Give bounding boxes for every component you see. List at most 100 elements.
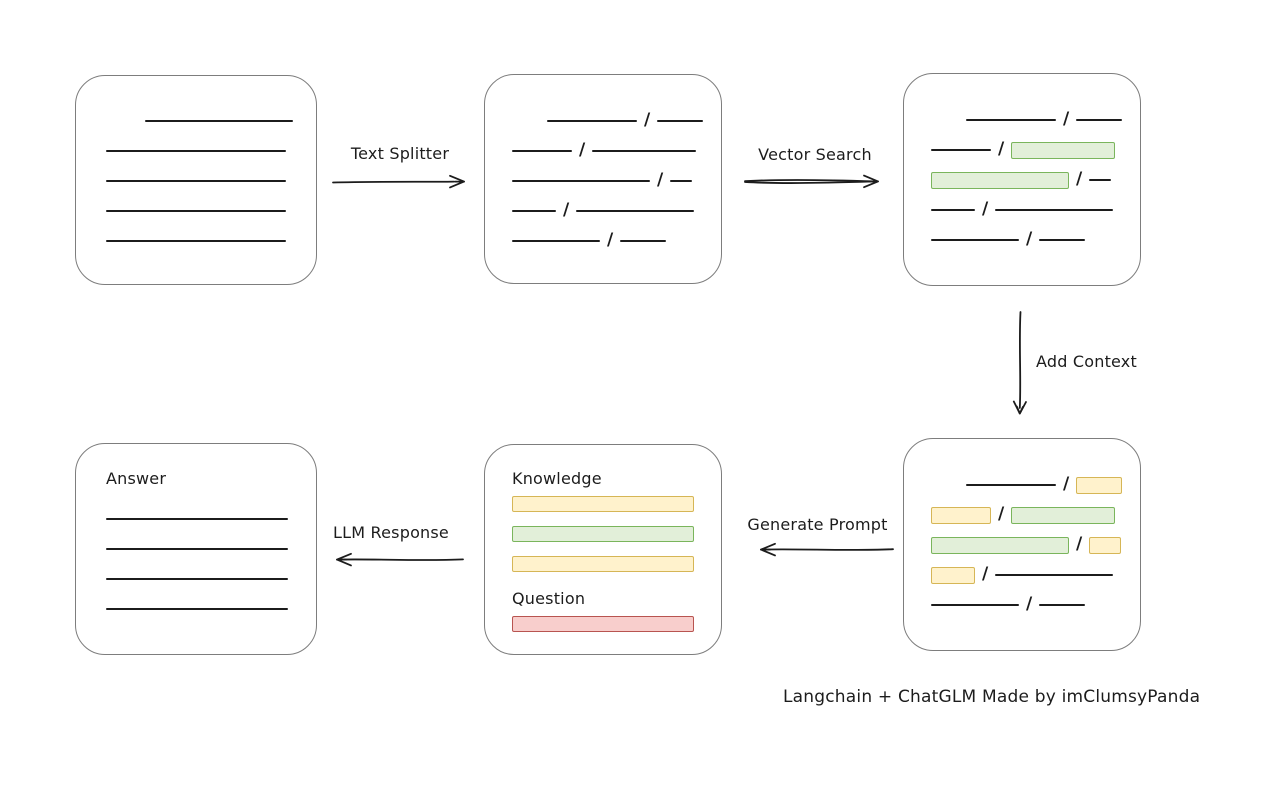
chunk-row: /	[931, 225, 1122, 255]
text-line	[145, 120, 293, 122]
question-label: Question	[512, 589, 586, 608]
slash-separator: /	[982, 198, 989, 219]
slash-separator: /	[1063, 108, 1070, 129]
text-line	[995, 574, 1114, 576]
document-node	[75, 75, 317, 285]
text-splitter-arrow	[330, 169, 470, 193]
slash-separator: /	[998, 503, 1005, 524]
add-context-arrow	[1007, 309, 1033, 421]
chunk-row: /	[512, 166, 703, 196]
matched-chunk-text-lines: / / / / /	[931, 105, 1123, 255]
chunk-row: /	[931, 500, 1122, 530]
green-chunk	[1011, 141, 1116, 159]
text-line	[931, 149, 991, 151]
answer-label: Answer	[106, 469, 167, 488]
indent-gap	[512, 121, 540, 122]
text-line	[106, 150, 286, 152]
knowledge-label: Knowledge	[512, 469, 602, 488]
text-line	[931, 604, 1019, 606]
chunk-row	[106, 226, 293, 256]
chunk-row	[106, 106, 293, 136]
chunks-node: / / / / /	[484, 74, 722, 284]
slash-separator: /	[1026, 228, 1033, 249]
generate-prompt-arrow	[740, 537, 896, 561]
chunk-row	[106, 504, 288, 534]
chunk-row	[106, 166, 293, 196]
chunk-row: /	[931, 195, 1122, 225]
text-line	[1039, 604, 1086, 606]
vector-search-arrow	[742, 169, 888, 193]
llm-response-label: LLM Response	[333, 523, 449, 542]
text-line	[670, 180, 693, 182]
text-line	[106, 240, 286, 242]
yellow-bar	[512, 556, 694, 572]
green-chunk	[931, 536, 1069, 554]
slash-separator: /	[998, 138, 1005, 159]
chunk-row: /	[931, 590, 1122, 620]
chunk-row: /	[931, 165, 1122, 195]
yellow-chunk	[1089, 536, 1122, 554]
slash-separator: /	[1063, 473, 1070, 494]
text-line	[106, 180, 286, 182]
context-chunk-text-lines: / / / / /	[931, 470, 1123, 620]
text-line	[106, 608, 288, 610]
text-line	[106, 548, 288, 550]
chunk-row: /	[931, 105, 1123, 135]
chunk-row: /	[931, 135, 1122, 165]
text-splitter-label: Text Splitter	[350, 144, 450, 163]
vector-search-label: Vector Search	[758, 145, 872, 164]
chunk-row: /	[931, 560, 1122, 590]
indent-gap	[931, 485, 959, 486]
chunk-row	[106, 594, 288, 624]
llm-response-arrow	[316, 547, 466, 571]
slash-separator: /	[1076, 533, 1083, 554]
chunk-row	[106, 534, 288, 564]
text-line	[966, 119, 1056, 121]
chunk-row: /	[512, 226, 703, 256]
chunk-row: /	[931, 470, 1123, 500]
prompt-node: Knowledge Question	[484, 444, 722, 655]
yellow-chunk	[931, 566, 975, 584]
text-line	[592, 150, 697, 152]
slash-separator: /	[1076, 168, 1083, 189]
text-line	[931, 239, 1019, 241]
add-context-label: Add Context	[1036, 352, 1137, 371]
chunk-row	[106, 564, 288, 594]
chunk-text-lines: / / / / /	[512, 106, 704, 256]
text-line	[1076, 119, 1123, 121]
chunk-row: /	[512, 136, 703, 166]
question-bars	[512, 616, 694, 632]
generate-prompt-label: Generate Prompt	[747, 515, 888, 534]
green-chunk	[931, 171, 1069, 189]
context-chunks-node: / / / / /	[903, 438, 1141, 651]
green-bar	[512, 526, 694, 542]
green-chunk	[1011, 506, 1116, 524]
text-line	[995, 209, 1114, 211]
yellow-bar	[512, 496, 694, 512]
text-line	[1039, 239, 1086, 241]
knowledge-bars	[512, 496, 694, 572]
indent-gap	[931, 120, 959, 121]
text-line	[1089, 179, 1112, 181]
text-line	[512, 210, 556, 212]
yellow-chunk	[931, 506, 991, 524]
slash-separator: /	[644, 109, 651, 130]
text-line	[576, 210, 695, 212]
slash-separator: /	[607, 229, 614, 250]
slash-separator: /	[657, 169, 664, 190]
chunk-row: /	[512, 106, 704, 136]
text-line	[620, 240, 667, 242]
text-line	[657, 120, 704, 122]
text-line	[512, 180, 650, 182]
chunk-row	[106, 136, 293, 166]
slash-separator: /	[1026, 593, 1033, 614]
slash-separator: /	[982, 563, 989, 584]
text-line	[512, 150, 572, 152]
text-line	[106, 578, 288, 580]
slash-separator: /	[563, 199, 570, 220]
answer-node: Answer	[75, 443, 317, 655]
text-line	[931, 209, 975, 211]
answer-text-lines	[106, 504, 288, 624]
diagram-caption: Langchain + ChatGLM Made by imClumsyPand…	[783, 687, 1201, 707]
